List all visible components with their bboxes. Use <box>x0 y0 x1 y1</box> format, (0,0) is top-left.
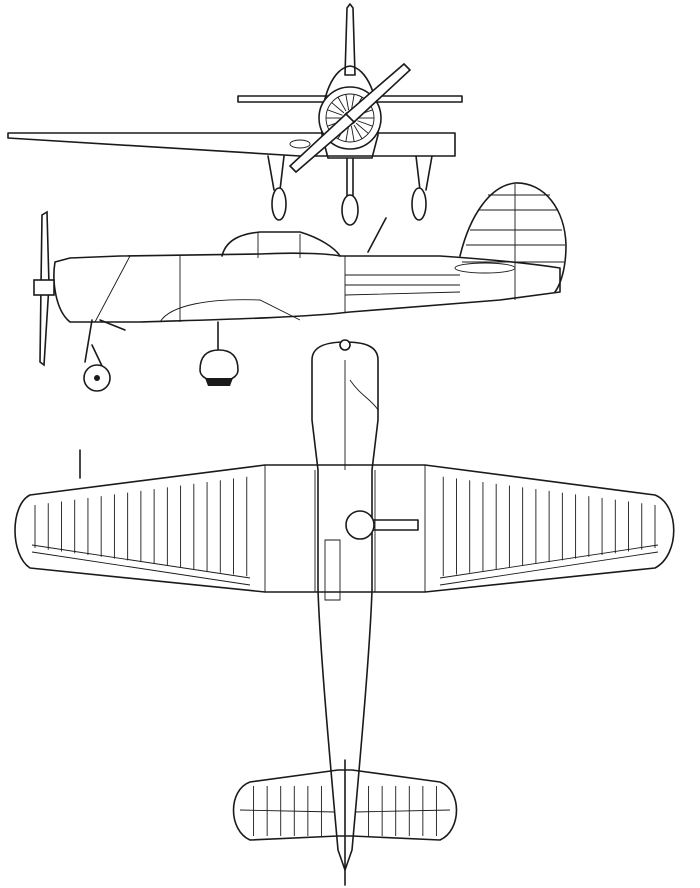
cylinder-fin <box>345 125 350 142</box>
tail-ribs <box>253 786 437 836</box>
cylinder-fin <box>353 124 363 140</box>
cylinder-fin <box>345 94 350 111</box>
front-propeller <box>288 62 412 174</box>
flap-hinge <box>324 539 341 601</box>
front-fin <box>344 3 356 76</box>
front-tailplane <box>237 95 463 103</box>
side-main-gear <box>84 319 126 367</box>
wing-marking <box>289 139 311 149</box>
side-spinner <box>33 279 55 296</box>
cylinder-fin <box>357 120 373 127</box>
top-wheel-fairing <box>345 510 375 540</box>
left-gear-leg <box>267 155 285 191</box>
center-wheel <box>341 194 359 226</box>
fin-ribs <box>462 184 565 300</box>
left-wheel <box>271 187 287 221</box>
right-wheel <box>411 187 427 221</box>
side-wing-root <box>159 299 301 323</box>
side-fuselage <box>53 252 561 323</box>
top-view <box>14 339 675 886</box>
cylinder-fin <box>337 96 347 112</box>
cylinder-fin <box>350 125 355 142</box>
right-gear-leg <box>415 155 433 191</box>
side-tailplane <box>454 262 516 274</box>
antenna-mast <box>367 217 387 253</box>
side-canopy <box>221 231 341 257</box>
center-gear-leg <box>346 157 354 197</box>
wing-ribs <box>34 476 656 577</box>
cylinder-fin <box>331 102 345 114</box>
cylinder-fin <box>327 109 343 116</box>
side-tail-wheel-fairing <box>199 349 239 382</box>
top-cockpit <box>344 360 379 470</box>
side-view <box>33 182 567 392</box>
front-view <box>7 3 463 226</box>
front-main-wing <box>7 132 456 157</box>
top-gear-strut <box>373 519 419 531</box>
cylinder-fin <box>350 94 355 111</box>
side-fin <box>459 182 567 293</box>
top-tailplane <box>232 769 458 841</box>
cylinder-fin <box>355 122 369 134</box>
top-wing <box>14 464 675 593</box>
top-spinner <box>339 339 351 351</box>
